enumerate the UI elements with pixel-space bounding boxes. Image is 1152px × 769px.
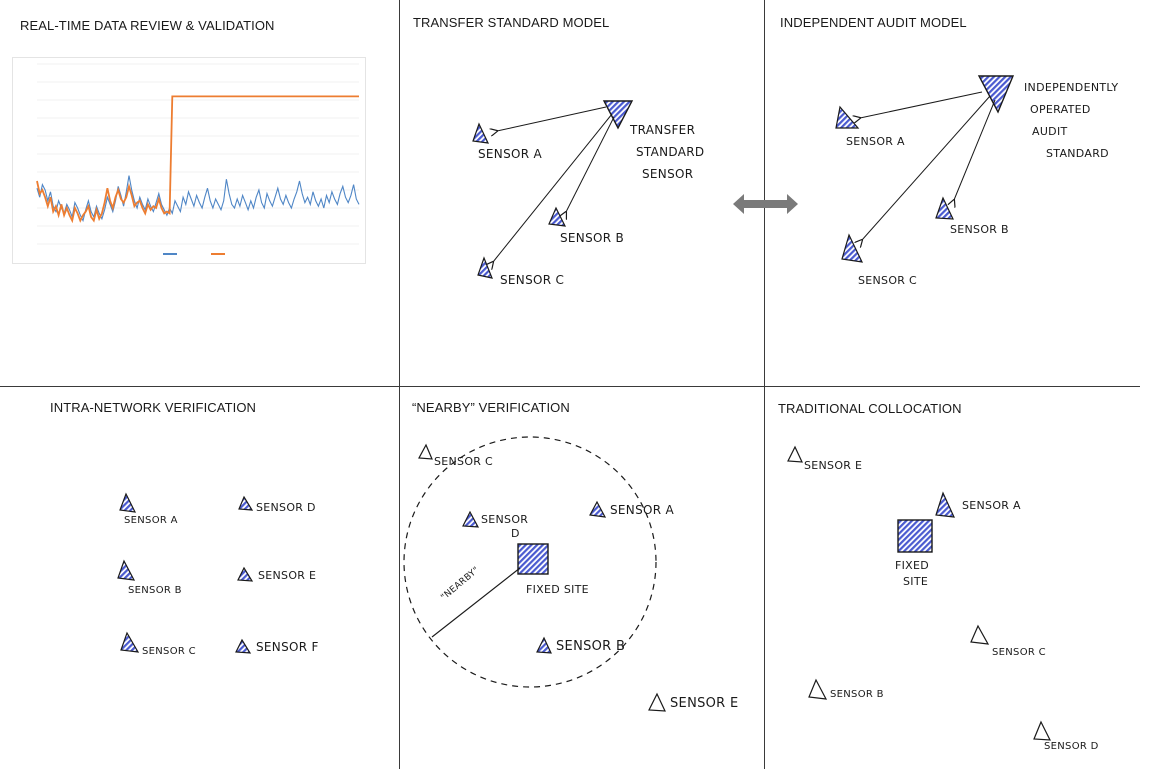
- realtime-chart: [12, 57, 366, 264]
- collocation-sensor-c-icon: [970, 624, 990, 645]
- collocation-sensor-d-label: SENSOR D: [1044, 741, 1099, 752]
- collocation-sensor-e-icon: [787, 445, 803, 463]
- divider-vertical-left: [399, 0, 400, 769]
- divider-horizontal: [0, 386, 1140, 387]
- collocation-sensor-a-icon: [935, 491, 955, 518]
- intra-sensor-b-icon: [117, 559, 136, 581]
- panel-title-collocation: TRADITIONAL COLLOCATION: [778, 401, 962, 416]
- transfer-sensor-a-icon: [472, 122, 490, 144]
- transfer-standard-label-1: TRANSFER: [630, 123, 696, 137]
- intra-sensor-e-label: SENSOR E: [258, 569, 317, 582]
- intra-sensor-e-icon: [237, 566, 254, 582]
- transfer-sensor-c-icon: [477, 256, 493, 279]
- audit-arrow-a: [860, 91, 983, 118]
- chart-canvas: [36, 63, 360, 255]
- nearby-fixed-site-label: FIXED SITE: [526, 583, 589, 596]
- transfer-standard-sensor-icon: [602, 100, 634, 130]
- audit-sensor-b-icon: [935, 196, 954, 220]
- panel-title-transfer: TRANSFER STANDARD MODEL: [413, 15, 610, 30]
- audit-standard-icon: [977, 75, 1015, 114]
- collocation-sensor-b-icon: [808, 678, 828, 700]
- transfer-sensor-a-label: SENSOR A: [478, 147, 542, 161]
- intra-sensor-c-icon: [120, 631, 140, 653]
- transfer-sensor-b-icon: [548, 206, 567, 227]
- audit-standard-label-3: AUDIT: [1032, 125, 1068, 138]
- intra-sensor-c-label: SENSOR C: [142, 646, 196, 657]
- nearby-fixed-site-icon: [517, 543, 549, 575]
- audit-sensor-a-icon: [835, 105, 860, 129]
- collocation-fixed-label-2: SITE: [903, 575, 929, 588]
- nearby-sensor-a-icon: [589, 500, 607, 518]
- audit-sensor-b-label: SENSOR B: [950, 223, 1009, 236]
- nearby-sensor-c-icon: [418, 443, 433, 460]
- intra-sensor-a-label: SENSOR A: [124, 515, 178, 526]
- divider-vertical-right: [764, 0, 765, 769]
- intra-sensor-a-icon: [119, 492, 137, 513]
- collocation-sensor-d-icon: [1033, 720, 1052, 741]
- nearby-sensor-b-label: SENSOR B: [556, 639, 626, 654]
- audit-standard-label-1: INDEPENDENTLY: [1024, 81, 1119, 94]
- intra-sensor-d-icon: [238, 495, 254, 511]
- audit-sensor-c-label: SENSOR C: [858, 274, 918, 287]
- nearby-sensor-d-icon: [462, 510, 480, 528]
- transfer-arrow-a: [497, 106, 607, 131]
- intra-sensor-f-icon: [235, 638, 252, 654]
- panel-title-nearby: “NEARBY” VERIFICATION: [412, 400, 570, 415]
- collocation-sensor-b-label: SENSOR B: [830, 689, 884, 700]
- nearby-radius-line: [431, 567, 521, 638]
- audit-sensor-c-icon: [841, 233, 864, 263]
- nearby-sensor-e-label: SENSOR E: [670, 696, 739, 711]
- nearby-sensor-d-label-2: D: [511, 527, 520, 540]
- intra-sensor-f-label: SENSOR F: [256, 640, 319, 654]
- panel-title-audit: INDEPENDENT AUDIT MODEL: [780, 15, 967, 30]
- collocation-sensor-c-label: SENSOR C: [992, 647, 1046, 658]
- audit-arrow-c: [862, 95, 991, 240]
- intra-sensor-d-label: SENSOR D: [256, 501, 316, 514]
- collocation-fixed-label-1: FIXED: [895, 559, 930, 572]
- double-arrow-icon: [733, 194, 798, 214]
- audit-standard-label-2: OPERATED: [1030, 103, 1091, 116]
- transfer-standard-label-3: SENSOR: [642, 167, 694, 181]
- transfer-standard-label-2: STANDARD: [636, 145, 705, 159]
- transfer-sensor-b-label: SENSOR B: [560, 231, 625, 245]
- nearby-sensor-c-label: SENSOR C: [434, 455, 494, 468]
- audit-arrow-b: [954, 99, 996, 200]
- transfer-sensor-c-label: SENSOR C: [500, 273, 565, 287]
- chart-series-blue-line: [36, 175, 360, 223]
- audit-standard-label-4: STANDARD: [1046, 147, 1109, 160]
- nearby-sensor-a-label: SENSOR A: [610, 503, 674, 517]
- audit-sensor-a-label: SENSOR A: [846, 135, 905, 148]
- collocation-fixed-site-icon: [897, 519, 933, 553]
- panel-title-realtime: REAL-TIME DATA REVIEW & VALIDATION: [20, 18, 275, 33]
- nearby-sensor-e-icon: [648, 692, 666, 712]
- collocation-sensor-e-label: SENSOR E: [804, 459, 863, 472]
- intra-sensor-b-label: SENSOR B: [128, 585, 182, 596]
- nearby-radius-circle: [403, 436, 657, 688]
- nearby-sensor-b-icon: [536, 636, 552, 654]
- chart-series-orange-line: [36, 95, 359, 224]
- collocation-sensor-a-label: SENSOR A: [962, 499, 1021, 512]
- transfer-arrow-b: [566, 116, 615, 212]
- transfer-arrow-c: [493, 113, 613, 262]
- panel-title-intra: INTRA-NETWORK VERIFICATION: [50, 400, 257, 415]
- nearby-sensor-d-label-1: SENSOR: [481, 513, 529, 526]
